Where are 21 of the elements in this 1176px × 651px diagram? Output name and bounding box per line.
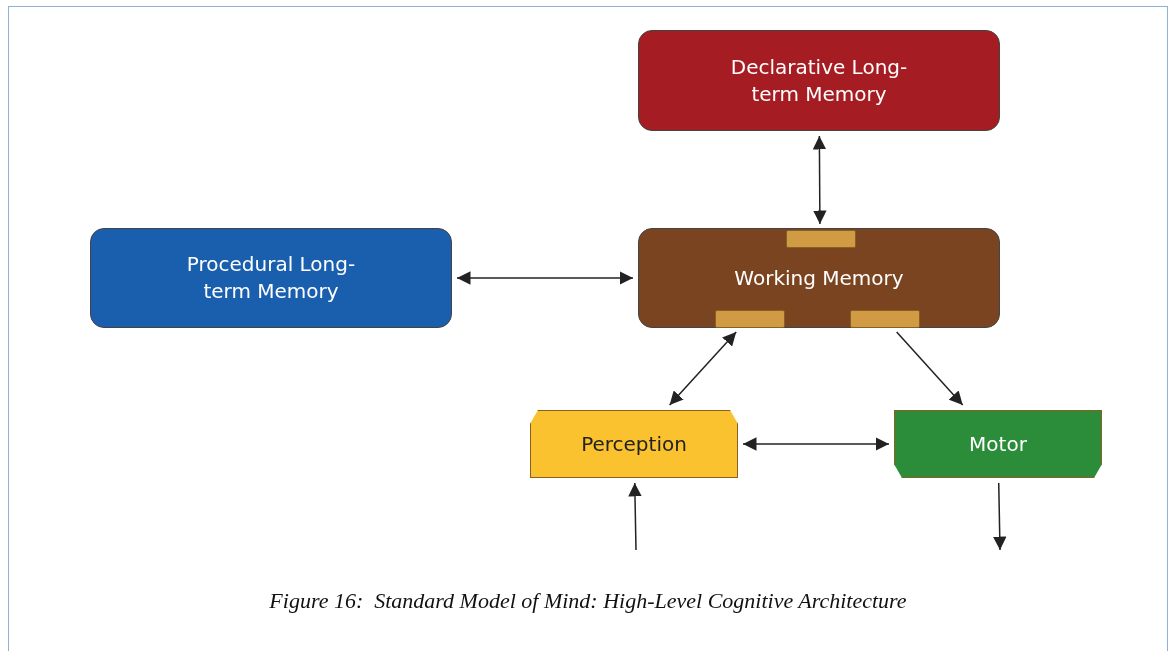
arrow [993,482,1007,551]
memory-box [90,228,452,328]
arrow [628,482,642,551]
node-label: Working Memory [734,264,904,292]
figure-caption: Figure 16: Standard Model of Mind: High-Level Cognitive Architecture [268,588,908,614]
arrow [812,135,827,225]
arrow [742,437,890,451]
buffer-box [850,310,920,328]
node-label: Declarative Long-term Memory [729,53,909,108]
arrow [456,271,634,285]
node-label: Procedural Long-term Memory [185,251,357,305]
node-label: Motor [969,430,1027,458]
module-box [894,410,1102,478]
arrow [895,331,964,406]
node-label: Perception [581,430,687,458]
buffer-box [786,230,856,248]
buffer-box [715,310,785,328]
memory-box [638,228,1000,328]
module-box [530,410,738,478]
arrow [668,331,737,406]
memory-box [638,30,1000,131]
